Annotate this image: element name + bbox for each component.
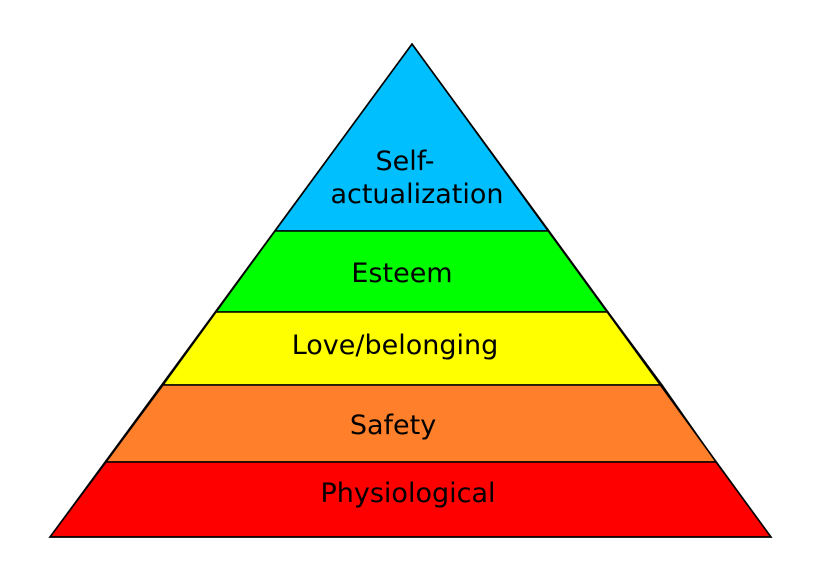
tier-love-belonging: Love/belonging: [161, 311, 664, 386]
tier-love-belonging-label: Love/belonging: [292, 330, 499, 361]
tier-physiological-label: Physiological: [320, 478, 495, 509]
tier-esteem-label: Esteem: [351, 258, 452, 289]
pyramid-outline: [48, 42, 773, 538]
tier-safety-label: Safety: [350, 410, 436, 441]
tier-self-actualization-label-line-1: Self-: [375, 146, 434, 177]
tier-self-actualization: Self- actualization: [273, 42, 551, 232]
tier-physiological: Physiological: [48, 461, 773, 538]
tier-esteem: Esteem: [214, 230, 610, 313]
tier-self-actualization-label-line-2: actualization: [330, 179, 503, 210]
tier-safety: Safety: [104, 384, 718, 463]
